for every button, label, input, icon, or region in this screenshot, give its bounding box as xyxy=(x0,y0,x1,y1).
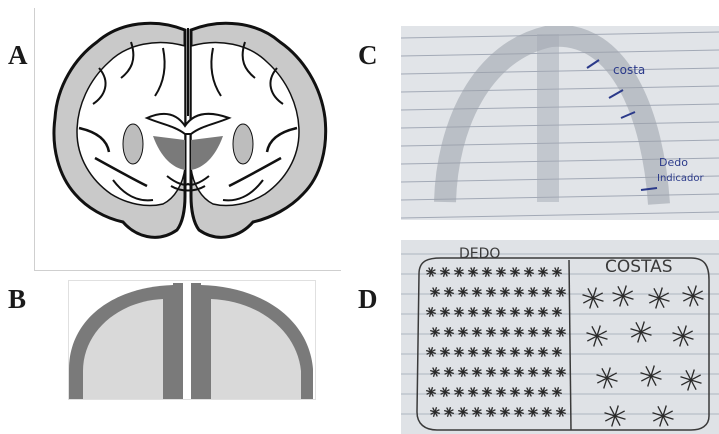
handwriting-costa: costa xyxy=(613,63,645,77)
hemisphere-diagram-panel xyxy=(68,280,316,400)
photo-panel-c: costa Dedo Indicador xyxy=(401,26,719,220)
handwriting-costas: COSTAS xyxy=(605,257,673,277)
handwriting-dedo-d: DEDO xyxy=(459,246,500,262)
handwriting-dedo: Dedo xyxy=(659,156,688,169)
semicircle-diagram-image xyxy=(69,281,315,399)
panel-label-a: A xyxy=(8,42,28,69)
panel-label-b: B xyxy=(8,286,26,313)
panel-label-c: C xyxy=(358,42,378,69)
lined-paper-photo-c: costa Dedo Indicador xyxy=(401,26,719,220)
photo-panel-d: DEDO COSTAS xyxy=(401,240,719,434)
handwriting-indicador: Indicador xyxy=(657,173,705,184)
lined-paper-photo-d: DEDO COSTAS xyxy=(401,240,719,434)
panel-label-d: D xyxy=(358,286,378,313)
brain-coronal-section-image xyxy=(35,8,341,270)
brain-illustration-panel xyxy=(34,8,341,271)
